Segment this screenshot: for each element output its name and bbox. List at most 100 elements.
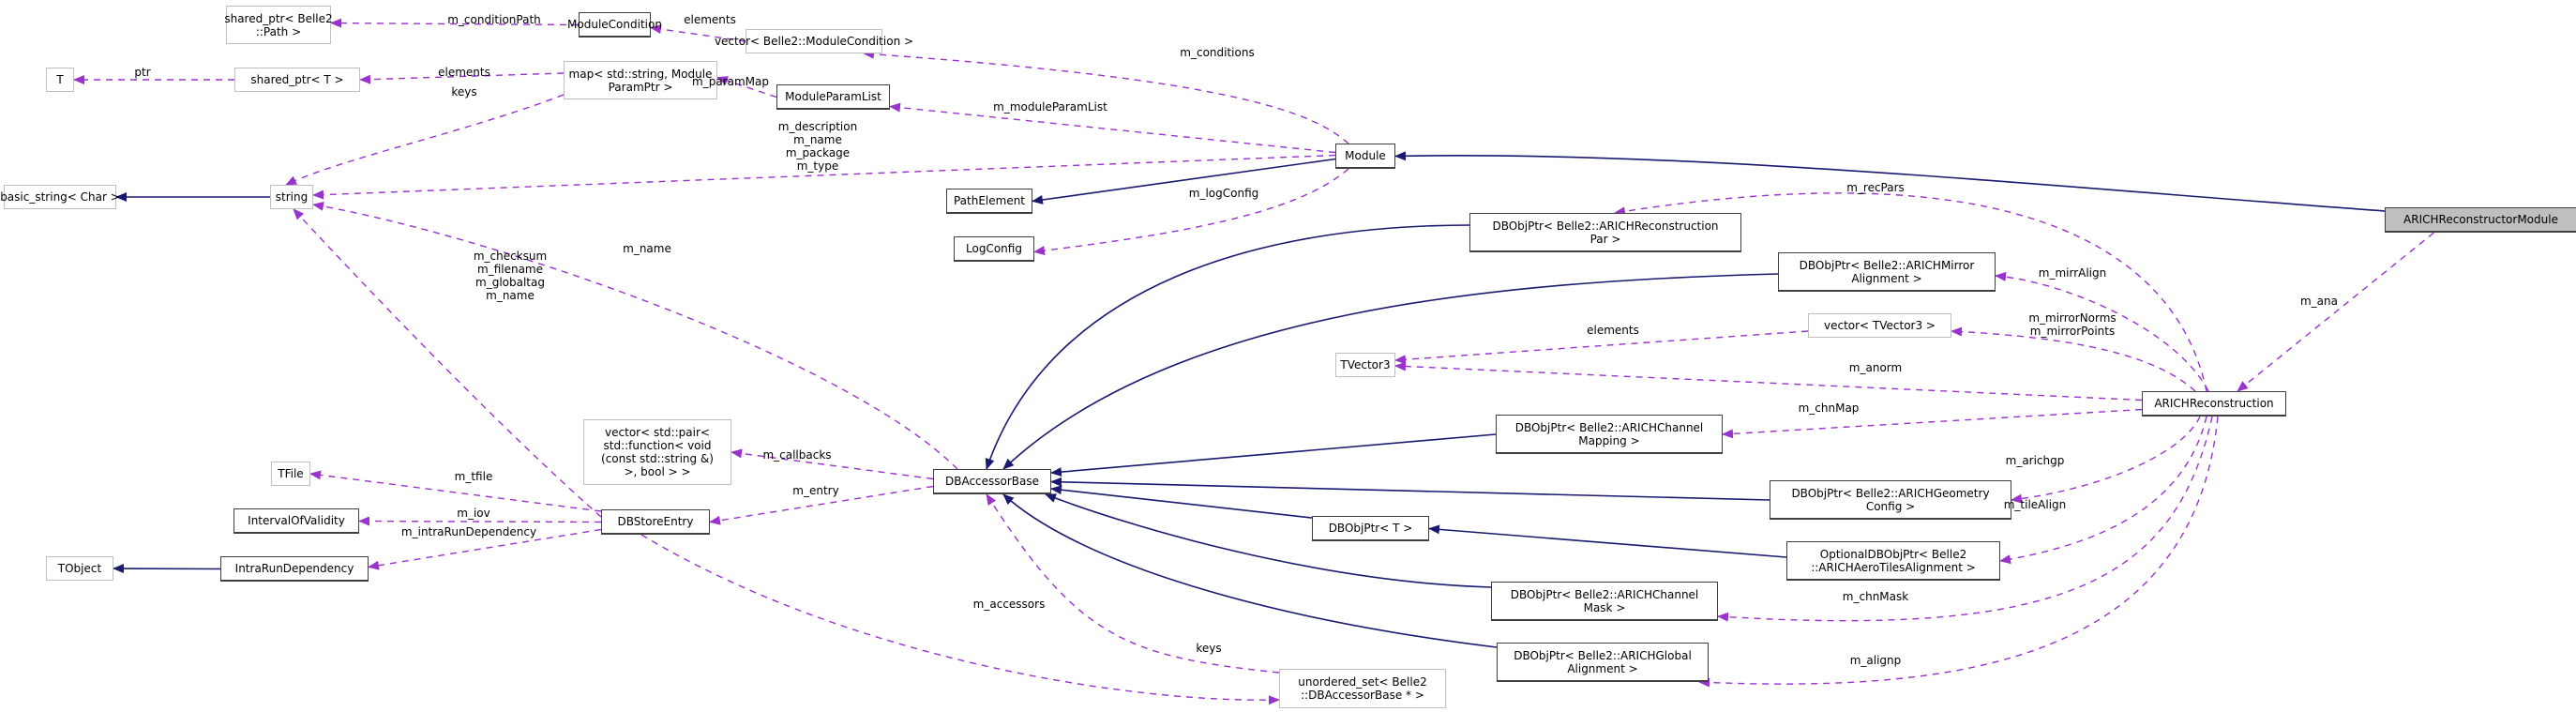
node-module-condition[interactable]: ModuleCondition (567, 12, 662, 38)
node-optional-dbobjptr[interactable]: OptionalDBObjPtr< Belle2 ::ARICHAeroTile… (1786, 541, 2000, 581)
node-arich-reconstruction[interactable]: ARICHReconstruction (2142, 391, 2286, 417)
edge-label-m-iov: m_iov (457, 507, 490, 520)
edge-use-uset-dbacc (986, 493, 1280, 674)
node-map-param: map< std::string, Module ParamPtr > (564, 61, 717, 99)
edge-use-dbacc-string (312, 201, 958, 470)
edge-label-m-recpars: m_recPars (1846, 181, 1905, 194)
edge-label-m-accessors: m_accessors (972, 598, 1046, 611)
edge-label-elements: elements (438, 66, 490, 79)
edge-label-ptr: ptr (134, 66, 151, 79)
node-module-param-list[interactable]: ModuleParamList (776, 84, 890, 110)
edge-use-module-logcfg (1033, 168, 1349, 256)
edge-label-m-tilealign: m_tileAlign (2003, 498, 2067, 511)
edge-label-m-moduleparamlist: m_moduleParamList (993, 100, 1107, 114)
edge-label-module-strings: m_description m_name m_package m_type (777, 120, 858, 173)
node-log-config[interactable]: LogConfig (954, 236, 1034, 262)
node-dbobjptr-t[interactable]: DBObjPtr< T > (1312, 516, 1429, 541)
edge-use-arec-global (1698, 416, 2219, 688)
node-shared-ptr-t: shared_ptr< T > (234, 68, 360, 92)
node-tobject: TObject (46, 556, 113, 581)
node-dbobjptr-global-alignment[interactable]: DBObjPtr< Belle2::ARICHGlobal Alignment … (1497, 643, 1709, 682)
edge-use-arm-arec (2237, 232, 2434, 392)
edge-label-m-intrarundependency: m_intraRunDependency (400, 525, 537, 538)
node-dbobjptr-channel-mask[interactable]: DBObjPtr< Belle2::ARICHChannel Mask > (1491, 582, 1718, 621)
edge-label-keys: keys (451, 85, 477, 98)
edge-inh-ird-tobject (113, 564, 221, 574)
edge-use-arec-geo (2011, 416, 2201, 504)
edge-inh-opt-t (1428, 524, 1787, 558)
edge-label-elements: elements (1587, 324, 1639, 337)
edge-label-m-ana: m_ana (2299, 295, 2339, 308)
edge-use-mpl-map (716, 76, 777, 98)
edge-use-arec-recpar (1614, 192, 2207, 392)
edge-use-dbacc-cb (731, 448, 934, 480)
edge-label-keys: keys (1196, 642, 1222, 655)
edge-label-elements: elements (684, 13, 736, 26)
edge-use-dbse-uset (640, 534, 1280, 705)
edge-inh-chmask-dbacc (1045, 493, 1492, 588)
edge-inh-geo-dbacc (1050, 477, 1770, 501)
edge-label-m-tfile: m_tfile (454, 470, 493, 483)
node-dbstore-entry[interactable]: DBStoreEntry (601, 509, 710, 535)
node-dbaccessor-base[interactable]: DBAccessorBase (933, 469, 1051, 494)
edge-label-m-mirralign: m_mirrAlign (2038, 266, 2107, 280)
edge-use-module-mpl (889, 102, 1336, 154)
edge-use-vmc-mc (650, 24, 746, 42)
edge-use-dbse-ird (368, 528, 602, 570)
edge-label-m-entry: m_entry (792, 484, 839, 497)
node-module[interactable]: Module (1335, 144, 1395, 169)
edge-inh-module-pathel (1032, 158, 1336, 205)
edge-label-m-conditionpath: m_conditionPath (447, 13, 541, 26)
edge-label-m-mirrornorms-points: m_mirrorNorms m_mirrorPoints (2028, 311, 2117, 338)
node-vector-module-condition: vector< Belle2::ModuleCondition > (715, 29, 913, 53)
node-shared-ptr-path: shared_ptr< Belle2 ::Path > (224, 6, 333, 44)
edge-use-map-sharedt (359, 72, 565, 84)
edge-label-m-chnmap: m_chnMap (1798, 401, 1860, 415)
edge-inh-recpar-dbacc (985, 224, 1470, 470)
edge-label-m-name: m_name (623, 242, 671, 255)
edge-use-arec-tv (1394, 361, 2143, 401)
edge-inh-t-dbacc (1050, 485, 1313, 519)
edge-use-module-vmc (863, 49, 1349, 144)
node-vector-tvector3: vector< TVector3 > (1808, 313, 1951, 338)
node-string: string (270, 185, 313, 209)
node-intra-run-dependency[interactable]: IntraRunDependency (220, 556, 369, 582)
node-vector-callbacks: vector< std::pair< std::function< void (… (583, 419, 731, 485)
node-dbobjptr-channel-mapping[interactable]: DBObjPtr< Belle2::ARICHChannel Mapping > (1496, 415, 1723, 454)
edge-label-m-chnmask: m_chnMask (1842, 590, 1909, 603)
edge-inh-arm-module (1394, 151, 2386, 212)
node-interval-of-validity[interactable]: IntervalOfValidity (233, 508, 359, 534)
edge-use-arec-opt (1999, 416, 2207, 565)
edge-use-dbse-tfile (309, 470, 602, 512)
edge-label-m-parammap: m_paramMap (692, 75, 769, 88)
node-dbobjptr-recpar[interactable]: DBObjPtr< Belle2::ARICHReconstruction Pa… (1469, 213, 1741, 252)
edge-inh-chmap-dbacc (1050, 433, 1497, 477)
edge-use-arec-mirror (1995, 271, 2209, 392)
node-arich-reconstructor-module[interactable]: ARICHReconstructorModule (2385, 207, 2576, 233)
edge-label-m-conditions: m_conditions (1180, 46, 1255, 59)
edge-inh-mirror-dbacc (1002, 273, 1779, 470)
edge-use-dbse-string (293, 208, 602, 518)
edge-use-map-string (285, 94, 565, 186)
edge-inh-global-dbacc (1002, 493, 1498, 648)
edge-label-m-callbacks: m_callbacks (762, 448, 832, 462)
edge-label-entry-strings: m_checksum m_filename m_globaltag m_name (473, 250, 548, 302)
node-path-element[interactable]: PathElement (946, 189, 1032, 214)
edge-use-vtv-tv (1394, 330, 1809, 365)
node-t: T (46, 68, 74, 92)
edge-label-m-anorm: m_anorm (1848, 361, 1903, 374)
edge-label-m-arichgp: m_arichgp (2005, 454, 2065, 467)
edge-use-arec-chmap (1722, 408, 2143, 439)
edge-label-m-alignp: m_alignp (1849, 654, 1902, 667)
edge-use-dbse-iov (358, 516, 602, 526)
edge-use-dbacc-dbse (709, 485, 934, 525)
node-dbobjptr-mirror-alignment[interactable]: DBObjPtr< Belle2::ARICHMirror Alignment … (1778, 252, 1996, 292)
node-unordered-set: unordered_set< Belle2 ::DBAccessorBase *… (1279, 669, 1446, 708)
node-basic-string: basic_string< Char > (0, 185, 120, 209)
edge-label-m-logconfig: m_logConfig (1188, 187, 1259, 200)
node-tfile: TFile (271, 462, 310, 486)
edge-use-mc-sharedpath (330, 18, 580, 28)
node-dbobjptr-geometry-config[interactable]: DBObjPtr< Belle2::ARICHGeometry Config > (1770, 480, 2011, 520)
